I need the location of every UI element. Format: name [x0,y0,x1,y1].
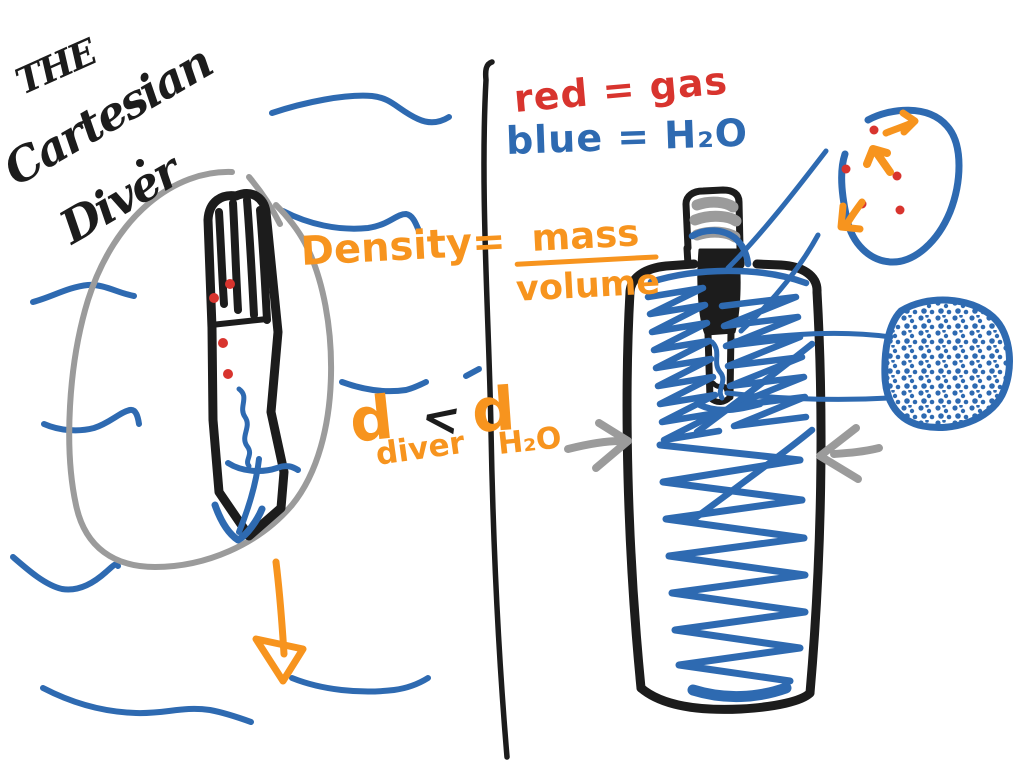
bottle-left-shoulder [625,259,699,297]
ink-dot [136,159,144,167]
density-lhs: Density= [299,218,507,276]
motion-arrow-icon [863,145,894,176]
gas-blowup-circle [838,106,963,266]
dropper-bulb-scribble [243,196,258,319]
water-down-arrow-head-icon [211,501,266,544]
sink-arrow-head-icon [252,635,307,685]
dropper-bulb-scribble [229,199,242,314]
density-formula: Density= mass volume [299,211,661,319]
wave-icon [280,208,422,234]
bottle-water-scribble [644,148,894,702]
dropper-outline [203,189,289,541]
water-wave-strokes [10,92,482,725]
water-blowup-circle [881,296,1013,431]
bottle-left-wall [622,287,646,693]
bottle-bottom [636,683,815,714]
squeeze-arrows [564,419,883,483]
bottle-cap-outline [682,186,744,252]
gas-blowup-dots [841,125,905,215]
gas-dot-icon [209,293,219,303]
squeeze-arrow-left-icon [564,419,632,472]
gas-dot-icon [869,125,879,135]
wave-icon [10,554,121,593]
motion-arrow-icon [882,109,919,137]
legend-water-label: blue = H₂O [505,110,749,163]
gas-dot-icon [841,164,851,174]
dropper-bulb-scribble [215,208,228,308]
gas-dot-icon [218,338,228,348]
gas-dot-icon [225,279,235,289]
bottle-right-shoulder [752,259,822,297]
density-numerator: mass [530,211,641,260]
wave-icon [463,366,482,379]
less-than-symbol: < [418,388,464,448]
connector-to-water-blowup [732,330,894,344]
density-fraction: mass volume [512,211,661,310]
wave-icon [289,675,431,695]
water-down-arrow-shaft [236,456,262,535]
wave-icon [339,379,429,395]
wave-icon [269,92,452,126]
wave-icon [40,685,254,725]
connector-to-gas-blowup [738,232,821,334]
wave-icon [41,406,142,434]
gas-dot-icon [895,205,905,215]
squeeze-arrow-right-icon [816,424,883,483]
density-denominator: volume [515,262,661,310]
diver-water-strokes [211,386,301,544]
bottle-right-wall [805,287,826,698]
gas-dot-icon [892,171,902,181]
motion-arrow-icon [837,198,866,233]
diver-gas-dots [209,279,235,379]
connector-to-gas-blowup [725,148,829,271]
gas-motion-arrows [837,109,919,233]
density-water-subscript: H₂O [496,420,564,462]
dropper-bulb-scribble [256,206,271,324]
diver-dropper-drawing [203,189,289,541]
wave-icon [30,281,137,305]
gas-dot-icon [223,369,233,379]
connector-to-water-blowup [724,390,892,402]
dropper-bulb-base [208,316,270,328]
divider-line [481,59,510,760]
sink-arrow [252,558,307,685]
